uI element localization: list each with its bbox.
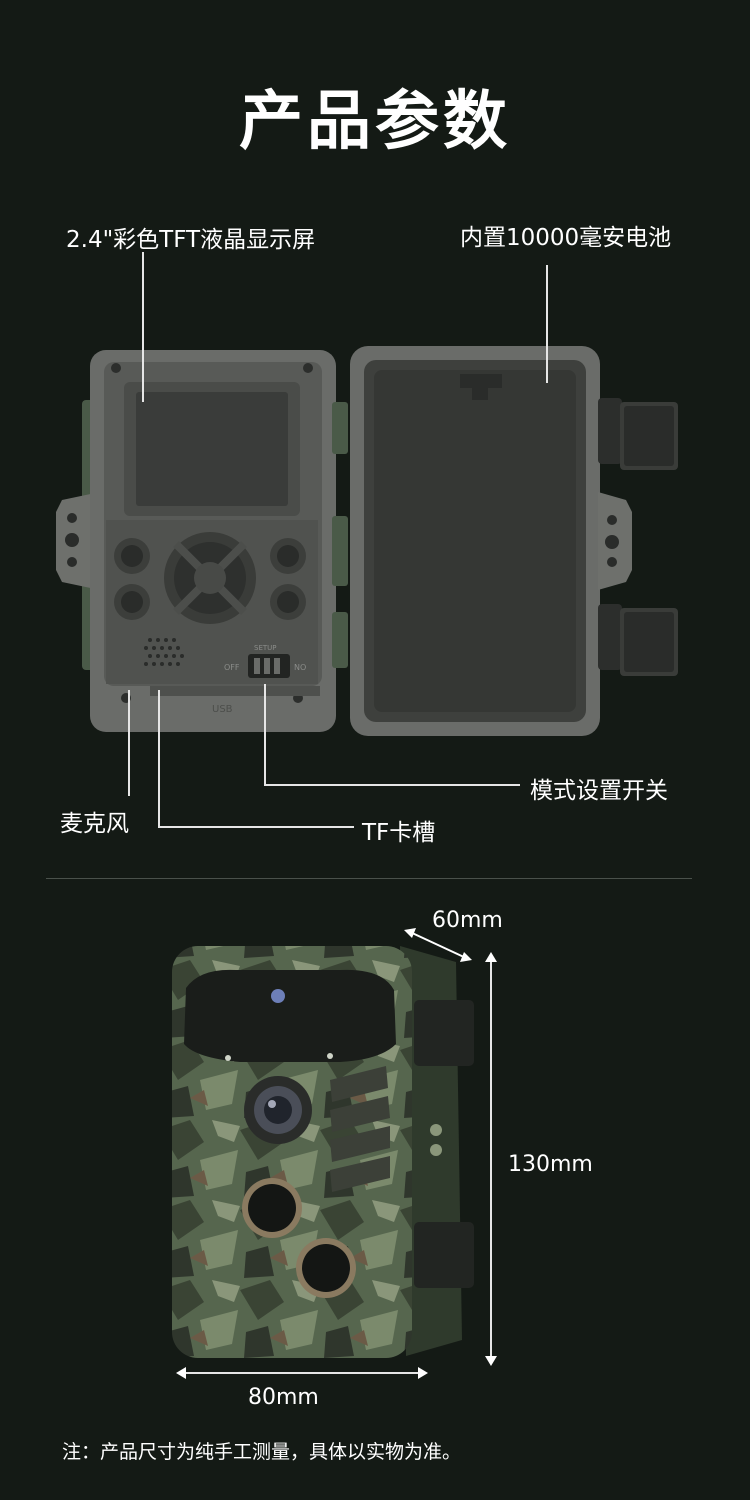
switch-no-label: NO <box>294 663 306 672</box>
height-arrow-top <box>485 952 497 962</box>
tf-slot-callout-label: TF卡槽 <box>362 820 436 846</box>
tf-slot-callout-line-h <box>158 826 354 828</box>
width-dimension-label: 80mm <box>248 1385 319 1410</box>
depth-dimension-label: 60mm <box>432 908 503 933</box>
mode-switch-callout-line-v <box>264 684 266 786</box>
battery-callout-label: 内置10000毫安电池 <box>460 225 672 251</box>
mode-switch-callout-label: 模式设置开关 <box>530 778 668 804</box>
screen-callout-line <box>142 252 144 402</box>
height-dimension-label: 130mm <box>508 1152 593 1177</box>
footer-note: 注：产品尺寸为纯手工测量，具体以实物为准。 <box>62 1441 462 1463</box>
width-arrow-left <box>176 1367 186 1379</box>
microphone-callout-line <box>128 690 130 796</box>
height-dimension-line <box>490 958 492 1362</box>
switch-setup-label: SETUP <box>254 644 277 652</box>
width-arrow-right <box>418 1367 428 1379</box>
closed-camera-illustration <box>172 928 474 1358</box>
switch-off-label: OFF <box>224 663 240 672</box>
open-camera-illustration: OFF SETUP NO USB <box>56 346 678 736</box>
page-title: 产品参数 <box>239 85 511 159</box>
width-dimension-line <box>184 1372 420 1374</box>
section-divider <box>46 878 692 879</box>
height-arrow-bottom <box>485 1356 497 1366</box>
tf-slot-callout-line-v <box>158 690 160 828</box>
microphone-callout-label: 麦克风 <box>60 811 129 837</box>
mode-switch-callout-line-h <box>264 784 520 786</box>
battery-callout-line <box>546 265 548 383</box>
usb-port-label: USB <box>212 704 233 715</box>
screen-callout-label: 2.4"彩色TFT液晶显示屏 <box>66 227 316 253</box>
